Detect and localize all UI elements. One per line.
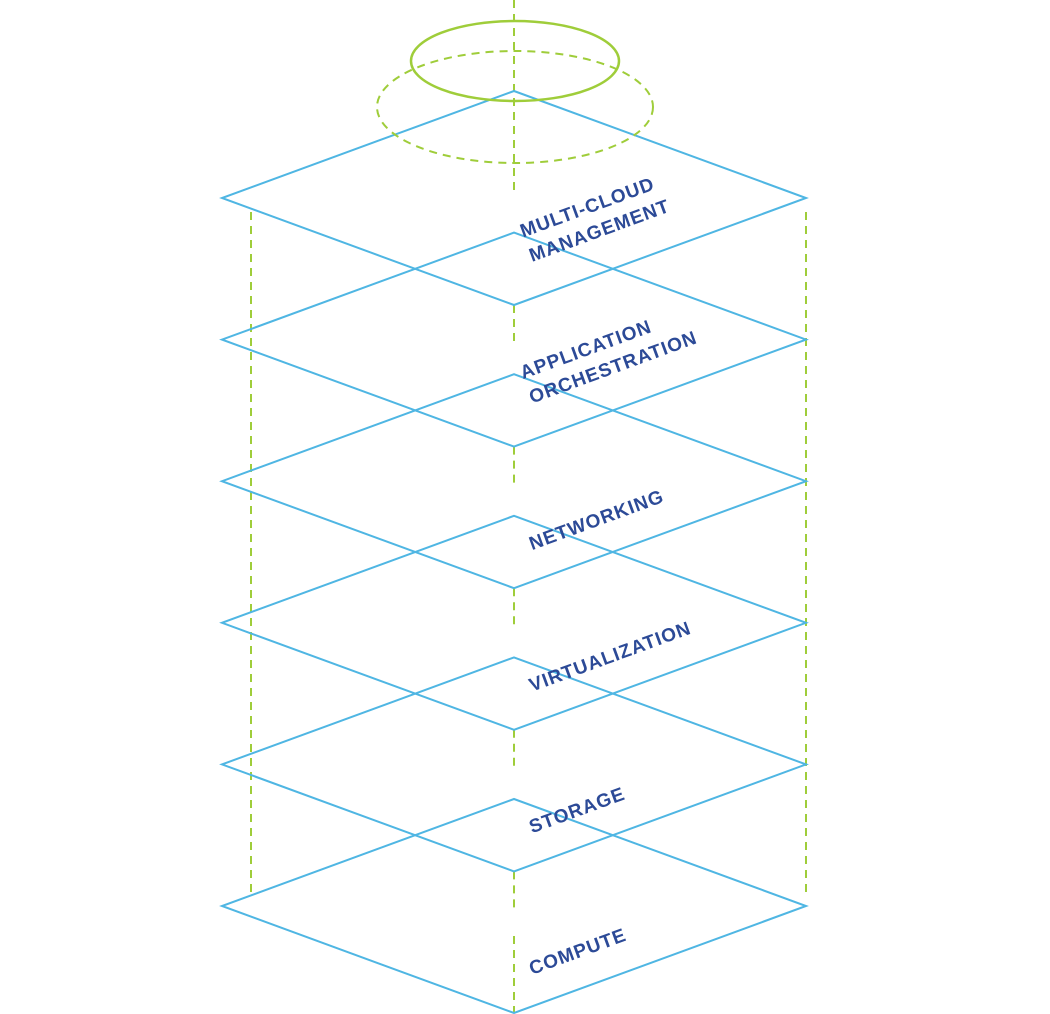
plane-virtualization <box>219 514 809 731</box>
plane-compute <box>219 797 809 1014</box>
guide-lines <box>250 0 807 1013</box>
solid-ring <box>409 19 621 103</box>
dashed-ring <box>376 50 654 164</box>
plane-networking <box>219 373 809 590</box>
plane-multi-cloud-management <box>219 89 809 307</box>
layer-planes <box>219 89 809 1014</box>
top-rings <box>376 19 654 164</box>
plane-application-orchestration <box>219 231 809 448</box>
plane-storage <box>219 656 809 873</box>
